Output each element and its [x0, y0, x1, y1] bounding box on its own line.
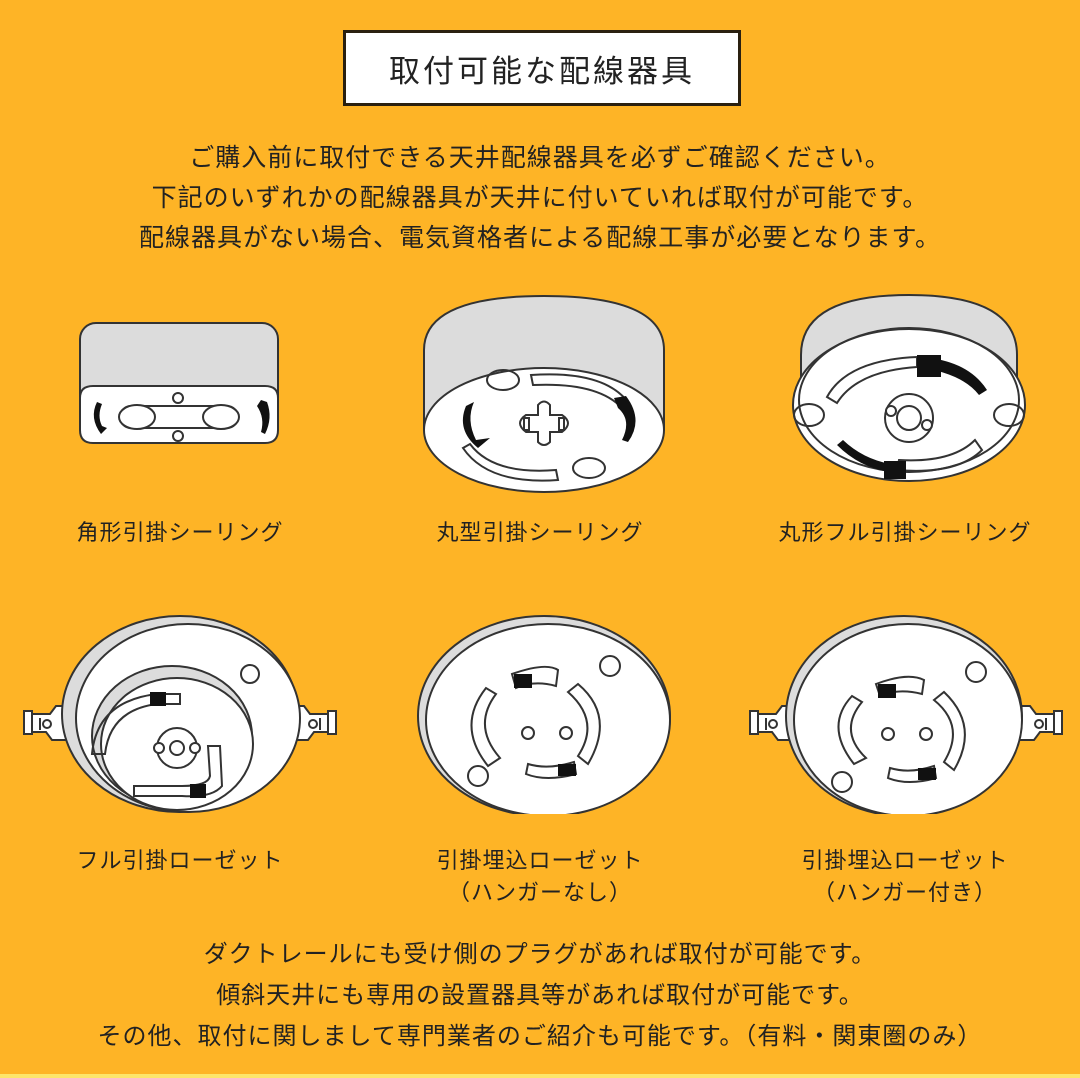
- square-hook-ceiling-icon: [79, 322, 279, 444]
- embedded-rosette-with-hanger-icon: [749, 615, 1063, 814]
- round-hook-ceiling-icon: [423, 294, 665, 493]
- embedded-rosette-no-hanger-icon: [417, 615, 671, 814]
- page-title: 取付可能な配線器具: [343, 30, 741, 106]
- round-full-hook-ceiling-icon: [792, 293, 1026, 482]
- bottom-strip: [0, 1074, 1080, 1078]
- footer-line: ダクトレールにも受け側のプラグがあれば取付が可能です。: [203, 940, 877, 968]
- intro-text: ご購入前に取付できる天井配線器具を必ずご確認ください。 下記のいずれかの配線器具…: [0, 138, 1080, 258]
- fixture-label: 引掛埋込ローゼット （ハンガーなし）: [400, 846, 680, 910]
- footer-line: その他、取付に関しまして専門業者のご紹介も可能です。（有料・関東圏のみ）: [97, 1022, 983, 1050]
- fixture-label: フル引掛ローゼット: [76, 849, 284, 874]
- intro-line: 下記のいずれかの配線器具が天井に付いていれば取付が可能です。: [151, 183, 929, 212]
- fixture-label: 引掛埋込ローゼット （ハンガー付き）: [765, 846, 1045, 910]
- full-hook-rosette-icon: [23, 615, 337, 813]
- fixture-label-main: 引掛埋込ローゼット: [436, 849, 644, 874]
- footer-notes: ダクトレールにも受け側のプラグがあれば取付が可能です。 傾斜天井にも専用の設置器…: [0, 934, 1080, 1057]
- fixture-label: 丸型引掛シーリング: [436, 521, 644, 546]
- fixture-label-sub: （ハンガー付き）: [812, 881, 997, 906]
- fixture-label-sub: （ハンガーなし）: [447, 881, 632, 906]
- fixture-label: 丸形フル引掛シーリング: [778, 521, 1032, 546]
- fixture-label-main: 引掛埋込ローゼット: [801, 849, 1009, 874]
- intro-line: 配線器具がない場合、電気資格者による配線工事が必要となります。: [138, 223, 941, 252]
- footer-line: 傾斜天井にも専用の設置器具等があれば取付が可能です。: [216, 981, 864, 1009]
- intro-line: ご購入前に取付できる天井配線器具を必ずご確認ください。: [189, 143, 891, 172]
- fixture-label: 角形引掛シーリング: [76, 521, 284, 546]
